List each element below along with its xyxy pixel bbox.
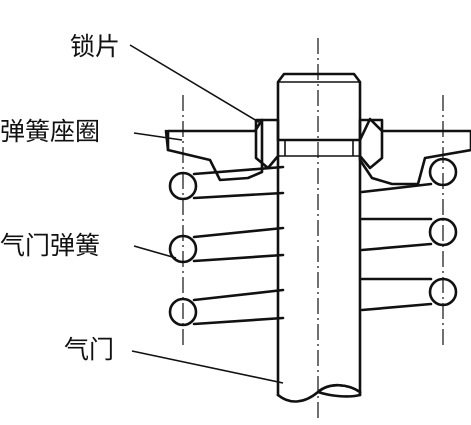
leader-spring-retainer xyxy=(133,132,183,141)
label-valve: 气门 xyxy=(64,335,114,364)
valve-spring-left-coils xyxy=(168,171,198,327)
label-valve-spring: 气门弹簧 xyxy=(0,231,100,260)
valve-spring-right-coils xyxy=(428,157,458,307)
leader-valve-spring xyxy=(133,245,177,259)
label-lock-piece: 锁片 xyxy=(70,32,120,61)
label-spring-retainer: 弹簧座圈 xyxy=(0,117,100,146)
leader-lock-piece xyxy=(129,44,263,125)
leader-valve xyxy=(131,350,284,384)
valve-stem xyxy=(276,154,362,403)
leader-lines xyxy=(129,44,284,384)
lock-pieces xyxy=(254,118,384,170)
valve-stem-tip xyxy=(276,72,362,157)
valve-spring-wire xyxy=(192,165,433,326)
